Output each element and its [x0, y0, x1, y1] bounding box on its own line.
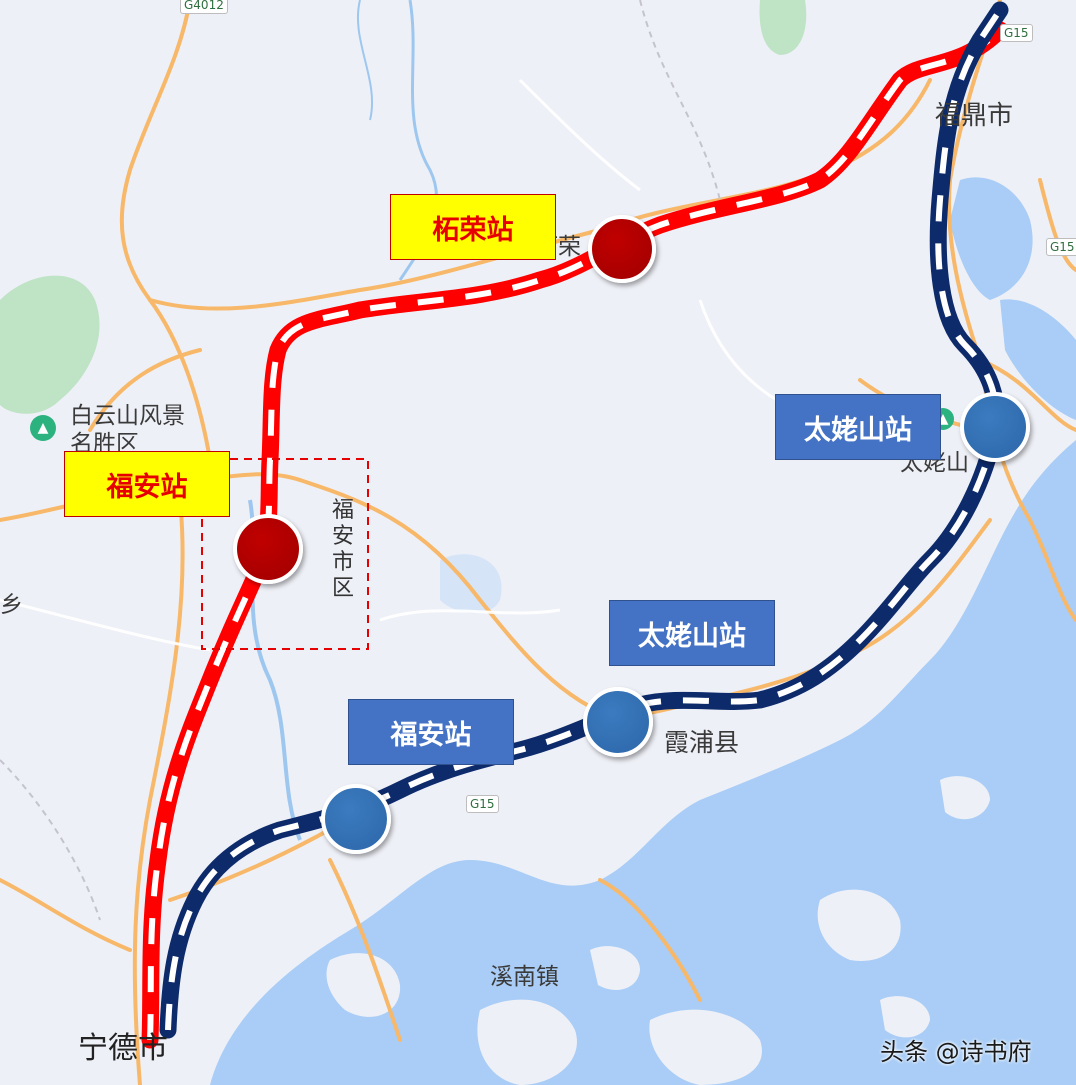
callout-taimushan-station-south: 太姥山站	[609, 600, 775, 666]
scenic-tree-icon: ▲	[30, 415, 56, 441]
station-marker-taimushan-north[interactable]	[960, 392, 1030, 462]
road-shield-g15-right: G15	[1046, 238, 1076, 256]
station-marker-taimushan-south[interactable]	[583, 687, 653, 757]
callout-taimushan-station-north: 太姥山站	[775, 394, 941, 460]
place-label-ningde: 宁德市	[78, 1031, 168, 1066]
callout-zherong-station: 柘荣站	[390, 194, 556, 260]
place-label-fuding: 福鼎市	[935, 101, 1014, 131]
place-label-xiapu: 霞浦县	[664, 728, 740, 757]
road-shield-g4012: G4012	[180, 0, 228, 14]
callout-fuan-station-blue: 福安站	[348, 699, 514, 765]
fuan-district-label: 福 安 市 区	[331, 498, 354, 601]
watermark: 头条 @诗书府	[880, 1038, 1032, 1066]
station-marker-fuan-red[interactable]	[233, 514, 303, 584]
callout-fuan-station-red: 福安站	[64, 451, 230, 517]
place-label-baiyunshan-2: 名胜区	[70, 431, 139, 457]
place-label-xinan: 溪南镇	[490, 964, 559, 990]
road-shield-g15-mid: G15	[466, 795, 499, 813]
place-label-xiang: 乡	[0, 592, 23, 618]
station-marker-fuan-blue[interactable]	[321, 784, 391, 854]
fuan-district-box	[201, 458, 369, 650]
place-label-baiyunshan-1: 白云山风景	[70, 403, 185, 429]
road-shield-g15-top: G15	[1000, 24, 1033, 42]
station-marker-zherong[interactable]	[588, 215, 656, 283]
